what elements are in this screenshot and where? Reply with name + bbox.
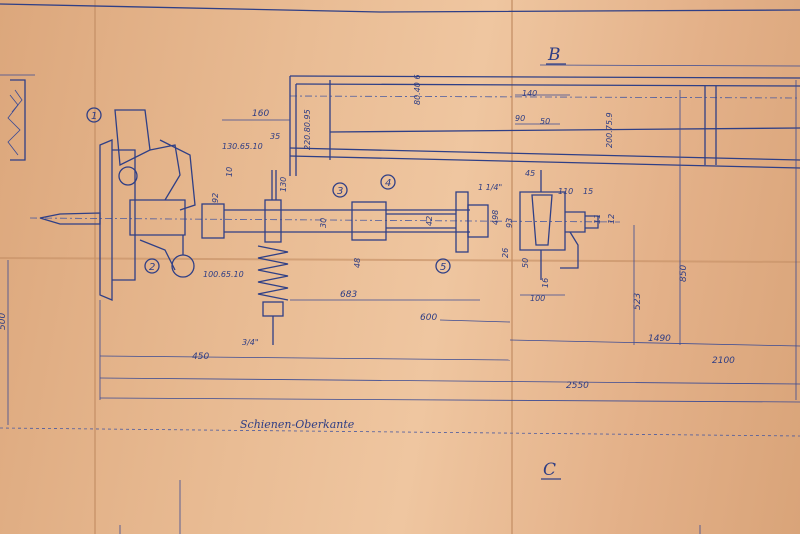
dim-16: 16 xyxy=(541,278,550,288)
dim-450: 450 xyxy=(192,352,209,362)
dim-26: 26 xyxy=(501,248,510,258)
dim-100: 100 xyxy=(530,294,545,303)
dim-523: 523 xyxy=(633,293,643,310)
section-label-b: B xyxy=(547,45,561,65)
dim-48: 48 xyxy=(353,258,362,268)
rail-top-caption: Schienen-Oberkante xyxy=(240,418,355,431)
dim-12: 12 xyxy=(607,214,616,224)
dim-1490: 1490 xyxy=(648,334,671,344)
dim-42: 42 xyxy=(425,216,434,226)
dim-110: 110 xyxy=(558,187,573,196)
dim-498: 498 xyxy=(491,210,500,225)
dim-30: 30 xyxy=(319,218,328,228)
sheet-border-top xyxy=(0,3,800,13)
dim-600: 600 xyxy=(420,313,437,323)
callout-3: 3 xyxy=(337,186,343,197)
dim-50b: 50 xyxy=(521,258,530,268)
fold-line-horizontal xyxy=(0,257,800,263)
dim-92: 92 xyxy=(211,193,220,203)
dim-130-65-10: 130.65.10 xyxy=(222,142,263,151)
main-frame-beam xyxy=(289,64,800,176)
dim-15: 15 xyxy=(583,187,593,196)
dim-50: 50 xyxy=(540,117,550,126)
coupling-hook xyxy=(39,109,196,301)
dim-2100: 2100 xyxy=(712,356,735,366)
callout-markers xyxy=(86,107,451,274)
dim-130: 130 xyxy=(279,177,288,192)
callout-2: 2 xyxy=(149,262,155,273)
section-label-c: C xyxy=(543,460,556,480)
dim-45: 45 xyxy=(525,169,535,178)
buffer-rod xyxy=(201,170,489,253)
left-profile-section xyxy=(0,74,35,161)
dim-683: 683 xyxy=(340,290,357,300)
lower-outline xyxy=(119,480,701,534)
dim-160: 160 xyxy=(252,109,269,119)
callout-1: 1 xyxy=(91,111,97,122)
dim-500: 500 xyxy=(0,313,8,330)
dim-3-4: 3/4" xyxy=(242,338,259,347)
dim-35: 35 xyxy=(270,132,280,141)
dim-200-75-9: 200.75.9 xyxy=(605,112,614,148)
dim-100-65-10: 100.65.10 xyxy=(203,270,244,279)
dim-11: 11 xyxy=(593,214,602,224)
callout-4: 4 xyxy=(385,178,391,189)
dim-90: 90 xyxy=(515,114,525,123)
dim-10: 10 xyxy=(225,167,234,177)
dim-220-80-95: 220.80.95 xyxy=(303,109,312,150)
draw-spring xyxy=(257,245,289,345)
dim-1-1-4: 1 1/4" xyxy=(478,183,502,192)
buffer-guide-housing xyxy=(519,170,599,280)
buffer-centerline xyxy=(29,217,621,223)
dim-80-40-6: 80.40 6 xyxy=(413,74,422,105)
callout-5: 5 xyxy=(440,262,446,273)
dim-850: 850 xyxy=(679,265,689,282)
dim-93: 93 xyxy=(505,218,514,228)
dimension-lines xyxy=(0,80,800,437)
dim-140: 140 xyxy=(522,89,537,98)
dim-2550: 2550 xyxy=(566,381,589,391)
